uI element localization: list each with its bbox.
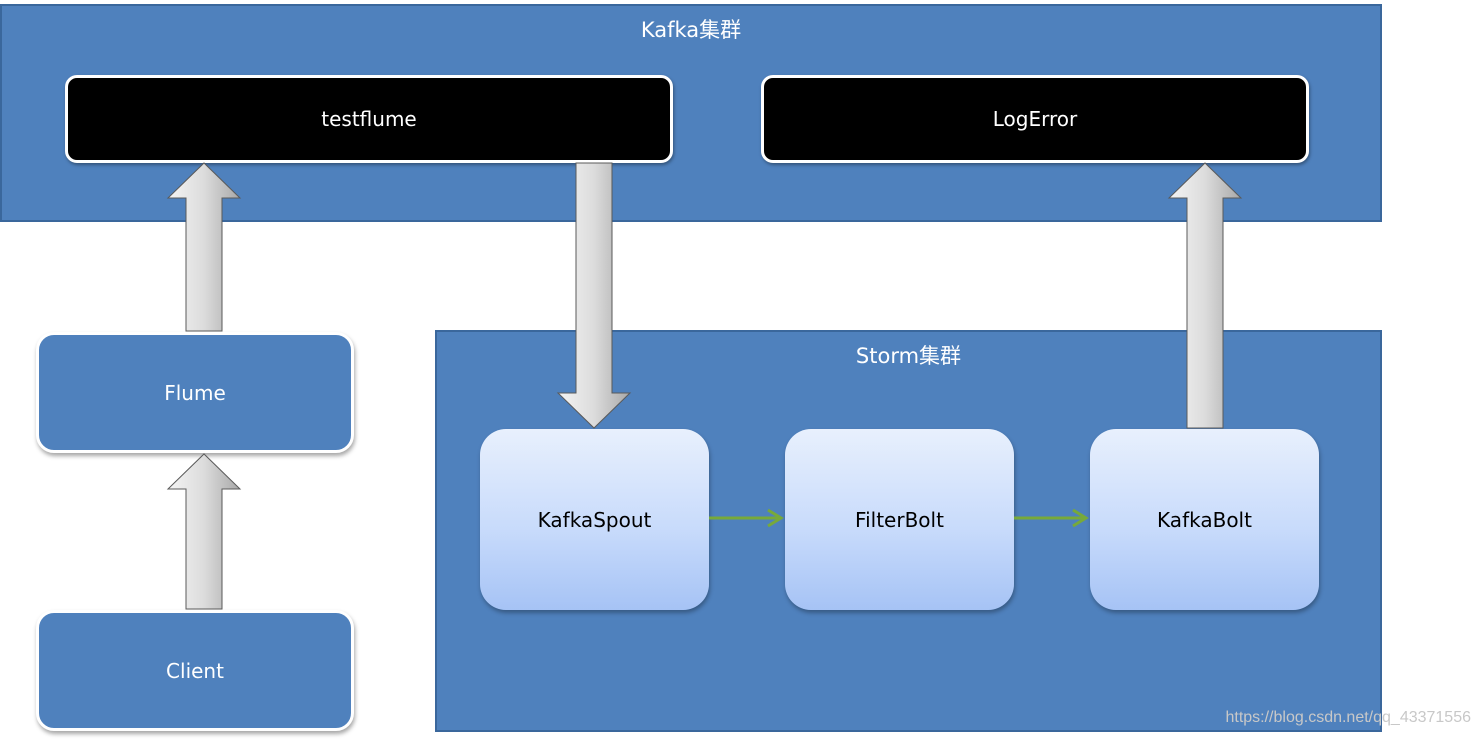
filterbolt-label: FilterBolt [855,507,944,532]
client-label: Client [166,658,224,683]
arrow-testflume-to-kafkaspout [556,162,632,429]
client-node: Client [36,610,354,731]
arrow-kafkabolt-to-logerror [1167,162,1243,429]
topic-logerror: LogError [761,75,1309,163]
arrow-client-to-flume [166,453,242,610]
arrow-filterbolt-to-kafkabolt [1014,508,1089,528]
topic-logerror-label: LogError [992,107,1078,131]
kafkaspout-label: KafkaSpout [537,507,652,532]
kafka-cluster-title: Kafka集群 [640,18,742,42]
arrow-flume-to-testflume [166,162,242,332]
kafkabolt-label: KafkaBolt [1157,507,1252,532]
storm-cluster-title: Storm集群 [855,344,962,368]
topic-testflume: testflume [65,75,673,163]
flume-node: Flume [36,332,354,453]
watermark: https://blog.csdn.net/qq_43371556 [1225,709,1471,726]
kafkabolt-node: KafkaBolt [1090,429,1319,610]
filterbolt-node: FilterBolt [785,429,1014,610]
flume-label: Flume [164,380,226,405]
topic-testflume-label: testflume [321,107,417,131]
arrow-kafkaspout-to-filterbolt [709,508,784,528]
kafkaspout-node: KafkaSpout [480,429,709,610]
